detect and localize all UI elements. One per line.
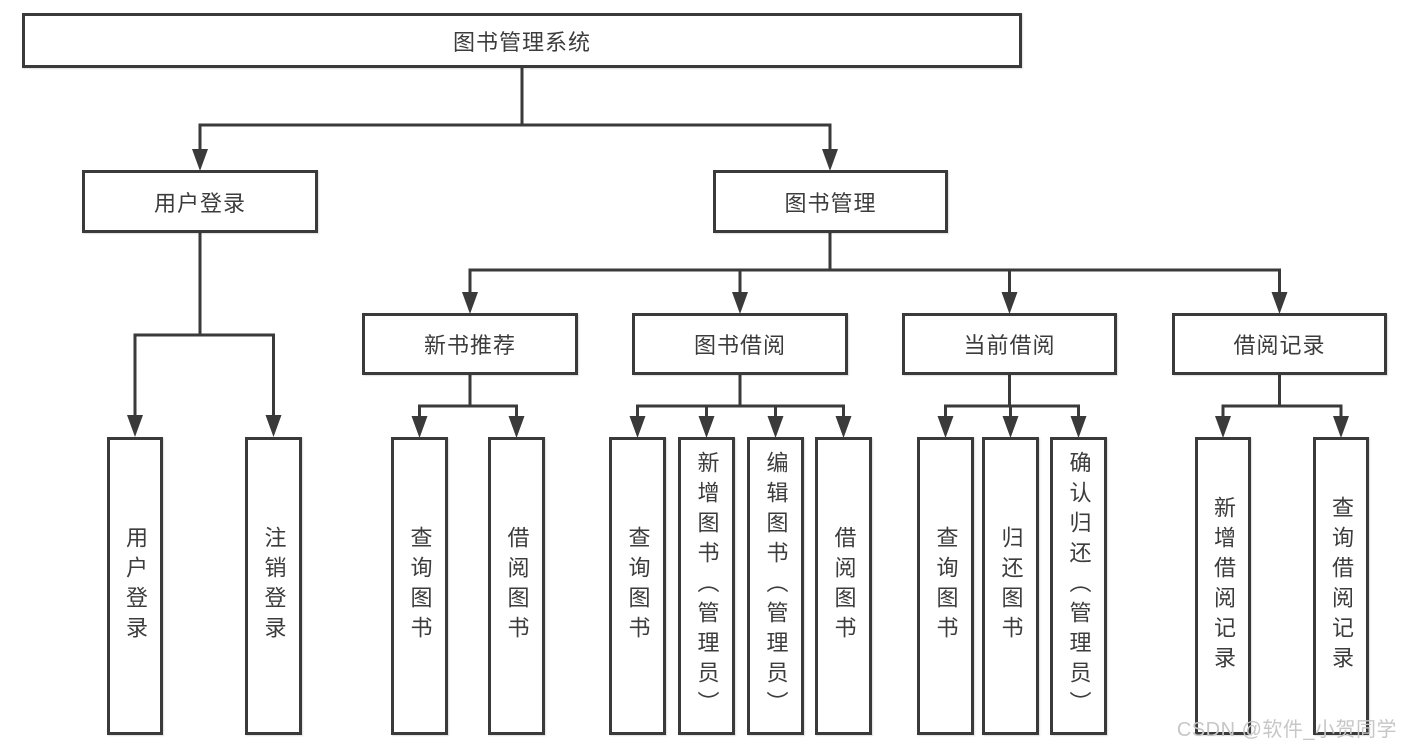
leaf-logout-login: 注销登录	[245, 437, 302, 735]
leaf-query-books-current: 查询图书	[917, 437, 974, 735]
leaf-confirm-return-admin: 确认归还（管理员）	[1050, 437, 1107, 735]
leaf-query-borrow-record: 查询借阅记录	[1313, 437, 1369, 735]
leaf-user-login: 用户登录	[107, 437, 163, 735]
node-borrowing-records: 借阅记录	[1172, 313, 1387, 375]
node-new-book-recommendation: 新书推荐	[362, 313, 578, 375]
node-book-borrowing: 图书借阅	[632, 313, 848, 375]
node-library-system: 图书管理系统	[22, 13, 1022, 68]
node-user-login: 用户登录	[82, 170, 318, 233]
leaf-add-borrow-record: 新增借阅记录	[1195, 437, 1251, 735]
leaf-edit-books-admin: 编辑图书（管理员）	[747, 437, 804, 735]
node-current-borrowing: 当前借阅	[902, 313, 1117, 375]
leaf-add-books-admin: 新增图书（管理员）	[678, 437, 735, 735]
leaf-query-books-borrow: 查询图书	[609, 437, 666, 735]
leaf-borrow-books-recommend: 借阅图书	[488, 437, 545, 735]
csdn-watermark: CSDN @软件_小贺同学	[1176, 719, 1397, 741]
leaf-query-books-recommend: 查询图书	[391, 437, 448, 735]
node-book-management: 图书管理	[713, 170, 948, 233]
leaf-return-books: 归还图书	[982, 437, 1039, 735]
leaf-borrow-books: 借阅图书	[815, 437, 872, 735]
